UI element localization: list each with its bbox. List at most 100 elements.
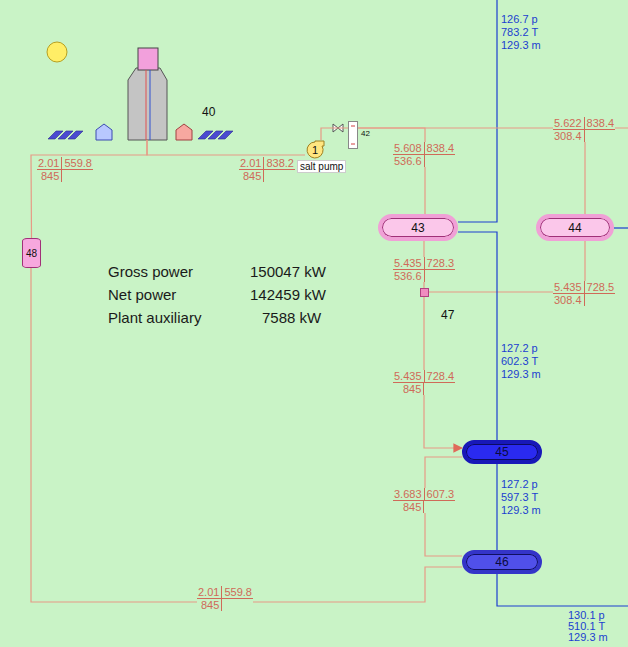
mass-flow: 2.01	[37, 157, 62, 169]
steam-state: 510.1 T	[567, 621, 606, 632]
steam-state: 597.3 T	[500, 492, 539, 503]
node-recv: 40	[128, 48, 168, 140]
node-oval: 44	[536, 214, 614, 241]
temperature: 607.3	[425, 488, 456, 500]
steam-state: 130.1 p	[567, 610, 606, 621]
mass-flow: 5.435	[393, 257, 425, 269]
feedwater-line	[497, 574, 628, 606]
node-sq: 47	[420, 288, 429, 297]
mass-flow: 5.435	[393, 370, 425, 382]
stream-row: 845	[197, 599, 253, 611]
steam-state: 129.3 m	[500, 505, 542, 516]
power-summary: 142459 kW	[250, 286, 326, 304]
downcomer-pipe	[150, 70, 151, 140]
steam-state: 129.3 m	[500, 40, 542, 51]
power-summary: Net power	[108, 286, 176, 304]
sun-symbol	[47, 42, 67, 62]
node-label: salt pump	[297, 160, 346, 173]
power-summary: 150047 kW	[250, 263, 326, 281]
power-summary: Gross power	[108, 263, 193, 281]
stream-row: 845	[393, 383, 455, 395]
mixer-mark	[351, 144, 355, 145]
stream-label: 5.435728.4845	[393, 370, 455, 395]
stream-row: 5.608838.4	[393, 142, 455, 155]
mass-flow: 5.435	[553, 281, 585, 293]
power-summary: 7588 kW	[262, 309, 321, 327]
stream-label: 5.435728.5308.4	[553, 281, 615, 306]
stream-row: 2.01559.8	[197, 586, 253, 599]
power-summary: Plant auxiliary	[108, 309, 201, 327]
stream-row: 3.683607.3	[393, 488, 455, 501]
pressure: 308.4	[553, 130, 585, 142]
riser-pipe	[146, 70, 147, 140]
steam-state: 126.7 p	[500, 14, 539, 25]
salt-pipe	[424, 297, 462, 448]
node-label: 43	[411, 221, 424, 235]
mass-flow: 5.622	[553, 117, 585, 129]
stream-row: 845	[393, 501, 455, 513]
stream-row: 308.4	[553, 294, 615, 306]
temperature: 559.8	[222, 586, 253, 598]
stream-row: 5.622838.4	[553, 117, 615, 130]
node-label: 47	[441, 309, 454, 322]
node-label: 44	[568, 221, 581, 235]
temperature: 838.4	[585, 117, 616, 129]
node-label: 1	[305, 140, 325, 160]
stream-label: 3.683607.3845	[393, 488, 455, 513]
stream-row: 2.01838.2	[239, 157, 295, 170]
pressure: 536.6	[393, 155, 425, 167]
steam-state: 602.3 T	[500, 356, 539, 367]
stream-row: 845	[239, 170, 295, 182]
stream-label: 5.435728.3536.6	[393, 257, 455, 282]
steam-state: 129.3 m	[500, 369, 542, 380]
stream-label: 5.622838.4308.4	[553, 117, 615, 142]
mass-flow: 2.01	[239, 157, 264, 169]
salt-pipe	[358, 128, 585, 214]
stream-label: 2.01559.8845	[197, 586, 253, 611]
mixer-mark	[351, 126, 355, 127]
temperature: 728.3	[425, 257, 456, 269]
stream-row: 536.6	[393, 155, 455, 167]
receiver-symbol	[138, 48, 158, 70]
temperature: 559.8	[62, 157, 93, 169]
steam-state: 127.2 p	[500, 343, 539, 354]
steam-line	[614, 227, 628, 228]
water-pipe	[458, 232, 497, 440]
stream-row: 2.01559.8	[37, 157, 93, 170]
node-mix: 42	[348, 121, 358, 149]
mass-flow: 2.01	[197, 586, 222, 598]
steam-state: 783.2 T	[500, 27, 539, 38]
steam-line	[458, 0, 497, 222]
temperature: 728.5	[585, 281, 616, 293]
receiver-tower	[128, 68, 167, 140]
pressure: 845	[200, 599, 222, 611]
stream-row: 5.435728.3	[393, 257, 455, 270]
pressure: 845	[242, 170, 264, 182]
stream-label: 5.608838.4536.6	[393, 142, 455, 167]
mass-flow: 5.608	[393, 142, 425, 154]
node-oval: 45	[462, 440, 542, 464]
salt-pipe	[147, 140, 305, 155]
temperature: 838.4	[425, 142, 456, 154]
node-label: 48	[23, 239, 40, 267]
stream-label: 2.01838.2845	[239, 157, 295, 182]
node-label: 45	[495, 445, 508, 459]
salt-pipe	[31, 140, 147, 238]
node-oval: 43	[378, 214, 458, 241]
water-pipe	[496, 464, 497, 550]
storage-building	[96, 124, 112, 140]
steam-state: 127.2 p	[500, 479, 539, 490]
mass-flow: 3.683	[393, 488, 425, 500]
salt-pipe	[321, 128, 348, 140]
power-block-building	[176, 124, 192, 140]
node-tank: 48	[22, 238, 41, 268]
temperature: 838.2	[264, 157, 295, 169]
node-oval: 46	[462, 550, 542, 574]
node-label: 46	[495, 555, 508, 569]
node-label: 42	[361, 130, 370, 139]
steam-state: 129.3 m	[567, 632, 609, 643]
stream-row: 5.435728.5	[553, 281, 615, 294]
temperature: 728.4	[425, 370, 456, 382]
stream-label: 2.01559.8845	[37, 157, 93, 182]
pressure: 536.6	[393, 270, 425, 282]
